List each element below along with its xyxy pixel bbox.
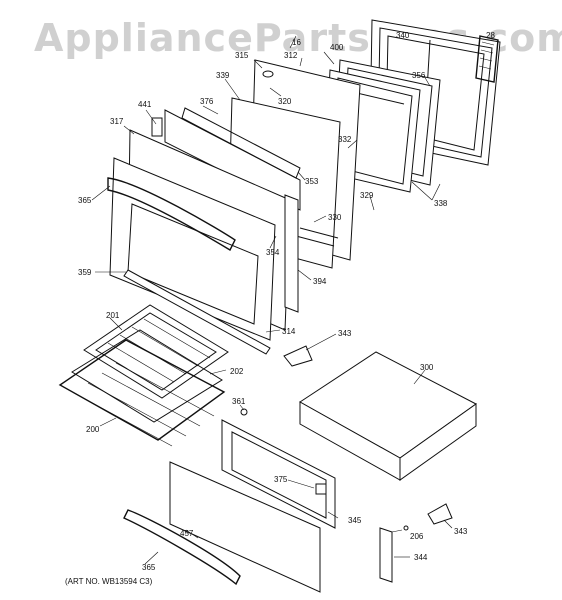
callout-353: 353 <box>305 177 319 186</box>
door-glass-frame <box>324 59 441 193</box>
callout-317: 317 <box>110 117 124 126</box>
leader-lines <box>91 35 453 565</box>
art-number: (ART NO. WB13594 C3) <box>65 577 153 586</box>
oven-rack <box>58 339 226 447</box>
callout-376: 376 <box>200 97 214 106</box>
callout-457: 457 <box>180 529 194 538</box>
door-side-trim <box>284 194 299 313</box>
door-frame <box>164 107 301 211</box>
callout-354: 354 <box>266 248 280 257</box>
door-gasket-part <box>475 35 499 83</box>
door-bottom-trim <box>123 269 271 355</box>
callout-300: 300 <box>420 363 434 372</box>
callout-361: 361 <box>232 397 246 406</box>
callout-345: 345 <box>348 516 362 525</box>
callout-375: 375 <box>274 475 288 484</box>
callout-340: 340 <box>396 31 410 40</box>
outer-door-panel <box>107 129 291 341</box>
callout-16: 16 <box>292 38 301 47</box>
storage-drawer <box>299 351 477 481</box>
callout-201: 201 <box>106 311 120 320</box>
callout-394: 394 <box>313 277 327 286</box>
part-callouts: 441 317 365 359 376 339 315 312 16 400 3… <box>78 31 495 572</box>
drawer-handle <box>123 509 241 586</box>
callout-338: 338 <box>434 199 448 208</box>
callout-359: 359 <box>78 268 92 277</box>
callout-400: 400 <box>330 43 344 52</box>
callout-365-door: 365 <box>78 196 92 205</box>
drawer-glide-parts <box>240 345 453 583</box>
callout-343-lower: 343 <box>454 527 468 536</box>
callout-315: 315 <box>235 51 249 60</box>
drawer-front-panel <box>169 419 336 593</box>
callout-28: 28 <box>486 31 495 40</box>
callout-206: 206 <box>410 532 424 541</box>
door-hinge <box>151 117 163 137</box>
callout-344: 344 <box>414 553 428 562</box>
callout-343-upper: 343 <box>338 329 352 338</box>
callout-202: 202 <box>230 367 244 376</box>
callout-339: 339 <box>216 71 230 80</box>
callout-329: 329 <box>360 191 374 200</box>
broiler-rack <box>71 329 223 423</box>
callout-314: 314 <box>282 327 296 336</box>
callout-330: 330 <box>328 213 342 222</box>
callout-365-drawer: 365 <box>142 563 156 572</box>
callout-200: 200 <box>86 425 100 434</box>
callout-441: 441 <box>138 100 152 109</box>
callout-320: 320 <box>278 97 292 106</box>
callout-332: 332 <box>338 135 352 144</box>
callout-312: 312 <box>284 51 298 60</box>
callout-356: 356 <box>412 71 426 80</box>
